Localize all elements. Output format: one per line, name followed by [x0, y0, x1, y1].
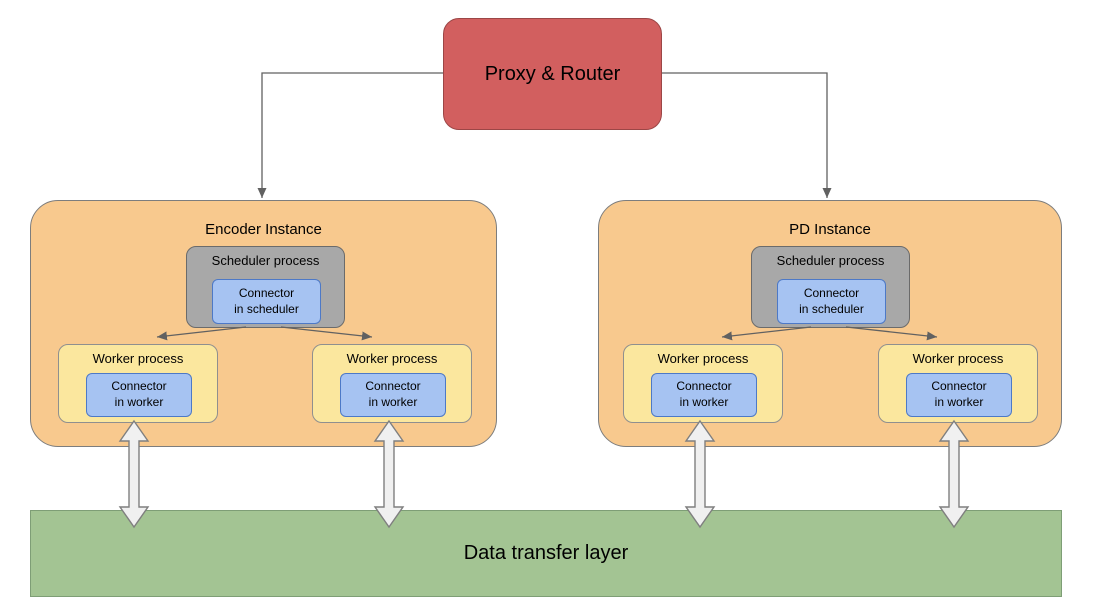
scheduler-process-label: Scheduler process: [211, 253, 320, 268]
connector-in-worker-box: Connector in worker: [906, 373, 1012, 417]
proxy-to-encoder-line: [257, 72, 443, 198]
connector-in-worker-label: Connector in worker: [676, 379, 732, 409]
worker-process-box: Worker process Connector in worker: [623, 344, 783, 423]
connector-in-worker-box: Connector in worker: [651, 373, 757, 417]
pd-instance-container: PD Instance Scheduler process Connector …: [598, 200, 1062, 447]
encoder-instance-container: Encoder Instance Scheduler process Conne…: [30, 200, 497, 447]
worker-process-box: Worker process Connector in worker: [312, 344, 472, 423]
connector-in-worker-label: Connector in worker: [931, 379, 987, 409]
pd-instance-title: PD Instance: [789, 221, 871, 238]
connector-in-scheduler-label: Connector in scheduler: [799, 285, 864, 316]
scheduler-process-label: Scheduler process: [776, 253, 885, 268]
connector-in-worker-box: Connector in worker: [340, 373, 446, 417]
worker-process-label: Worker process: [912, 351, 1004, 366]
proxy-router-label: Proxy & Router: [484, 62, 621, 85]
connector-in-worker-box: Connector in worker: [86, 373, 192, 417]
connector-in-scheduler-label: Connector in scheduler: [234, 285, 299, 316]
worker-process-box: Worker process Connector in worker: [878, 344, 1038, 423]
connector-in-scheduler-box: Connector in scheduler: [777, 279, 886, 324]
connector-in-worker-label: Connector in worker: [365, 379, 421, 409]
worker-process-label: Worker process: [92, 351, 184, 366]
scheduler-process-box: Scheduler process Connector in scheduler: [751, 246, 910, 328]
worker-process-label: Worker process: [346, 351, 438, 366]
encoder-instance-title: Encoder Instance: [205, 221, 322, 238]
worker-process-label: Worker process: [657, 351, 749, 366]
connector-in-scheduler-box: Connector in scheduler: [212, 279, 321, 324]
data-transfer-layer-label: Data transfer layer: [463, 542, 629, 564]
connector-in-worker-label: Connector in worker: [111, 379, 167, 409]
scheduler-process-box: Scheduler process Connector in scheduler: [186, 246, 345, 328]
data-transfer-layer-box: Data transfer layer: [30, 510, 1062, 597]
worker-process-box: Worker process Connector in worker: [58, 344, 218, 423]
proxy-router-box: Proxy & Router: [443, 18, 662, 130]
proxy-to-pd-line: [660, 72, 832, 198]
